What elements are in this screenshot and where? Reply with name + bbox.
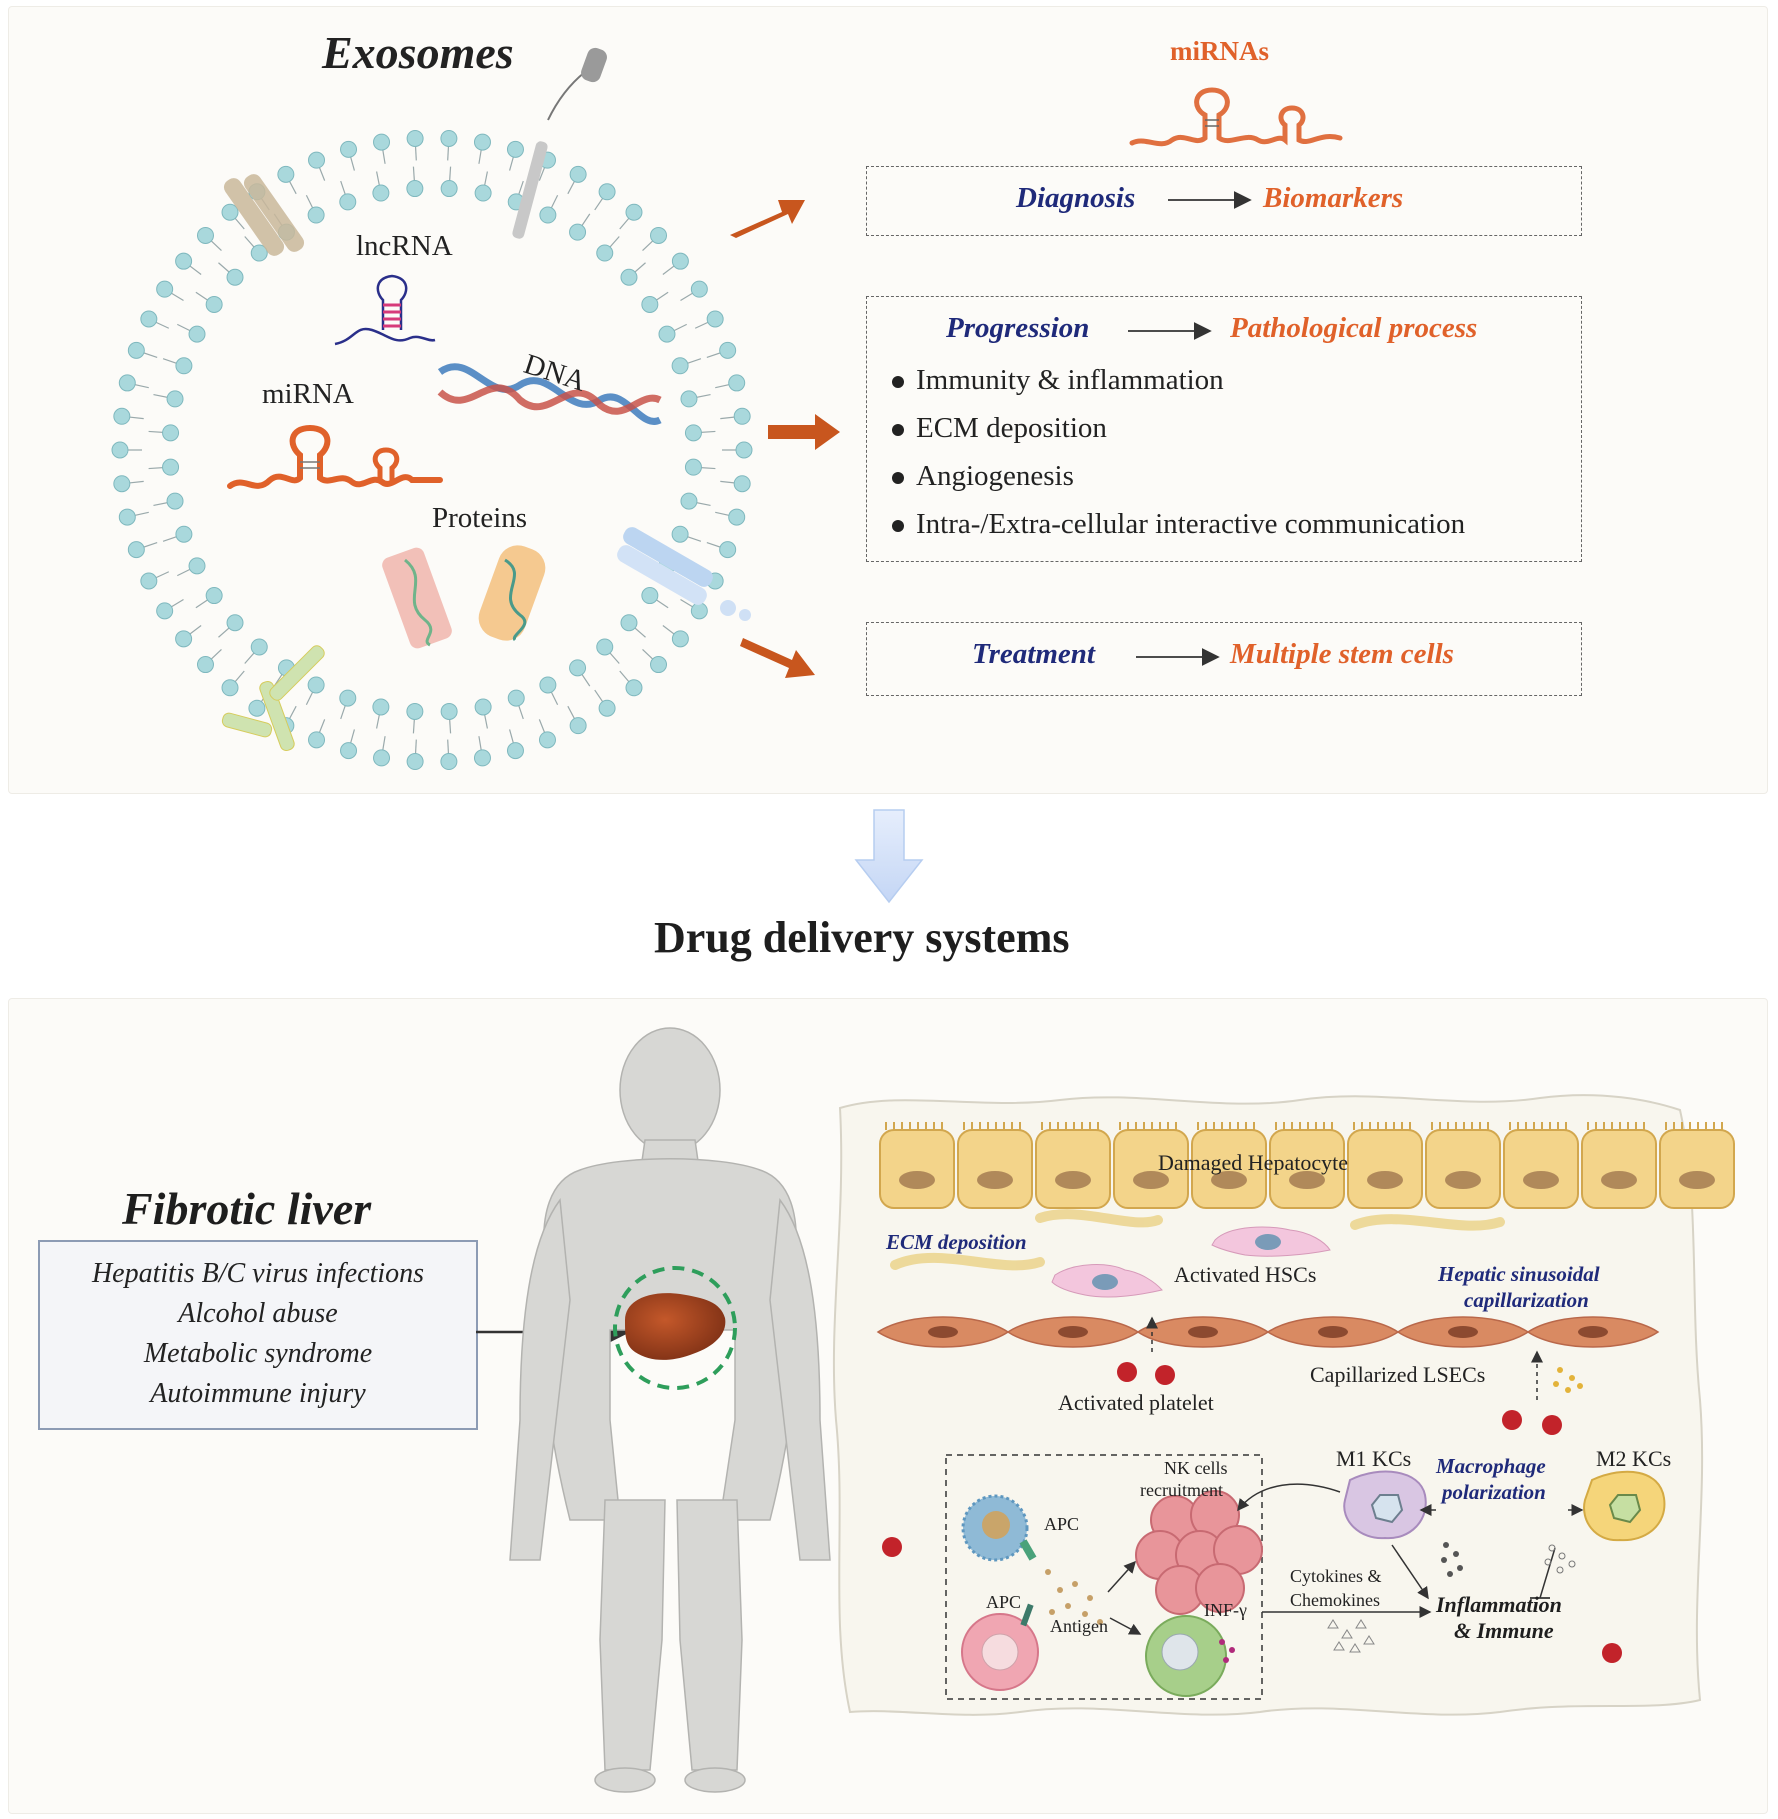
- arrow-to-progression: [768, 414, 840, 450]
- membrane-protein-top-left: [223, 174, 305, 256]
- progression-box: [866, 296, 1582, 562]
- cause-hepatitis: Hepatitis B/C virus infections: [91, 1258, 425, 1289]
- m2-inhibit-line: [1539, 1547, 1556, 1599]
- drug-delivery-title: Drug delivery systems: [654, 913, 1070, 962]
- progression-label: Progression: [946, 312, 1090, 344]
- arrow-to-treatment: [740, 638, 815, 678]
- pathological-process-label: Pathological process: [1230, 312, 1478, 344]
- m1-to-nk-arrow: [1237, 1483, 1341, 1512]
- inflammation-label: Inflammation: [1436, 1592, 1562, 1617]
- membrane-channel-blue: [617, 527, 751, 621]
- inf-gamma-label: INF-γ: [1204, 1600, 1247, 1620]
- m1-kcs-label: M1 KCs: [1336, 1446, 1412, 1471]
- proteins-label: Proteins: [432, 502, 528, 534]
- m1-granules: [1441, 1542, 1463, 1577]
- activated-hscs-label: Activated HSCs: [1174, 1262, 1317, 1287]
- liver-highlight-ring: [613, 1266, 737, 1390]
- bullet-angiogenesis: Angiogenesis: [916, 460, 1074, 492]
- dna-helix: [437, 363, 662, 425]
- hepatocyte-row: [879, 1122, 1735, 1209]
- capillarized-lsecs-label: Capillarized LSECs: [1310, 1362, 1486, 1387]
- cause-autoimmune: Autoimmune injury: [150, 1378, 366, 1409]
- cause-metabolic: Metabolic syndrome: [143, 1338, 373, 1369]
- protein-cylinder-red: [382, 547, 452, 649]
- immune-response-box: [945, 1454, 1263, 1700]
- nk-cell-cluster: [1135, 1490, 1263, 1615]
- multiple-stem-cells-label: Multiple stem cells: [1230, 638, 1454, 670]
- bullet-communication: Intra-/Extra-cellular interactive commun…: [916, 508, 1466, 540]
- mirna-structure: [227, 424, 443, 489]
- ecm-fibers: [890, 1209, 1505, 1271]
- liver-organ: [625, 1293, 726, 1360]
- lsec-row: [876, 1316, 1660, 1348]
- m1-to-inflammation-arrow: [1391, 1544, 1429, 1600]
- immune-label: & Immune: [1454, 1618, 1554, 1643]
- human-body-figure: [509, 1027, 831, 1793]
- damaged-hepatocyte-label: Damaged Hepatocyte: [1158, 1150, 1348, 1175]
- apc-top-label: APC: [1044, 1514, 1080, 1534]
- fibrotic-liver-title: Fibrotic liver: [122, 1183, 372, 1234]
- treatment-label: Treatment: [972, 638, 1095, 670]
- lncrna-label: lncRNA: [356, 230, 453, 262]
- bullet-immunity: Immunity & inflammation: [916, 364, 1224, 396]
- exosome-membrane: [111, 129, 753, 771]
- arrow-to-diagnosis: [730, 200, 805, 238]
- lncrna-structure: [334, 274, 436, 346]
- m2-granules: [1544, 1544, 1576, 1574]
- cause-alcohol: Alcohol abuse: [178, 1298, 338, 1329]
- platelets: [882, 1362, 1622, 1663]
- mirnas-heading: miRNAs: [1170, 36, 1269, 66]
- bullet-ecm: ECM deposition: [916, 412, 1107, 444]
- progression-bullets: [892, 376, 904, 532]
- polarization-label: polarization: [1442, 1480, 1546, 1504]
- antigen-to-t-cell-arrow: [1109, 1617, 1142, 1635]
- m2-kcs-label: M2 KCs: [1596, 1446, 1672, 1471]
- causes-box: Hepatitis B/C virus infections Alcohol a…: [38, 1240, 478, 1430]
- ecm-deposition-label: ECM deposition: [886, 1230, 1027, 1254]
- nk-cells-label: NK cells: [1164, 1458, 1228, 1478]
- antigen-label: Antigen: [1050, 1616, 1108, 1636]
- antigen-particles: [1045, 1569, 1103, 1625]
- chemokines-label: Chemokines: [1290, 1590, 1380, 1610]
- membrane-receptor-top: [512, 47, 607, 239]
- cytokine-triangles: [1327, 1619, 1375, 1653]
- apc-dendritic-cell: [961, 1494, 1037, 1562]
- t-cell: [1145, 1615, 1235, 1697]
- cytokines-label: Cytokines &: [1290, 1566, 1382, 1586]
- m2-kupffer-cell: [1583, 1470, 1666, 1542]
- hepatic-sinusoidal-label: Hepatic sinusoidal: [1438, 1262, 1600, 1286]
- protein-cylinder-orange: [478, 545, 546, 642]
- diagnosis-box: [866, 166, 1582, 236]
- microenvironment-frame: [832, 1094, 1704, 1716]
- apc-bottom-label: APC: [986, 1592, 1022, 1612]
- activated-hsc-cells: [1051, 1226, 1331, 1298]
- recruitment-label: recruitment: [1140, 1480, 1223, 1500]
- yellow-granules: [1553, 1367, 1583, 1393]
- m1-kupffer-cell: [1343, 1470, 1427, 1540]
- biomarkers-label: Biomarkers: [1263, 182, 1404, 214]
- diagnosis-label: Diagnosis: [1016, 182, 1136, 214]
- mirnas-heading-icon: [1129, 87, 1343, 147]
- mirna-label: miRNA: [262, 378, 354, 410]
- antibody-shape: [221, 645, 325, 752]
- exosomes-title: Exosomes: [322, 27, 514, 78]
- activated-platelet-label: Activated platelet: [1058, 1390, 1214, 1415]
- capillarization-label: capillarization: [1464, 1288, 1589, 1312]
- treatment-box: [866, 622, 1582, 696]
- macrophage-label: Macrophage: [1436, 1454, 1546, 1478]
- antigen-to-nk-arrow: [1107, 1560, 1137, 1593]
- down-arrow-icon: [854, 809, 924, 904]
- apc-macrophage-cell: [961, 1603, 1039, 1691]
